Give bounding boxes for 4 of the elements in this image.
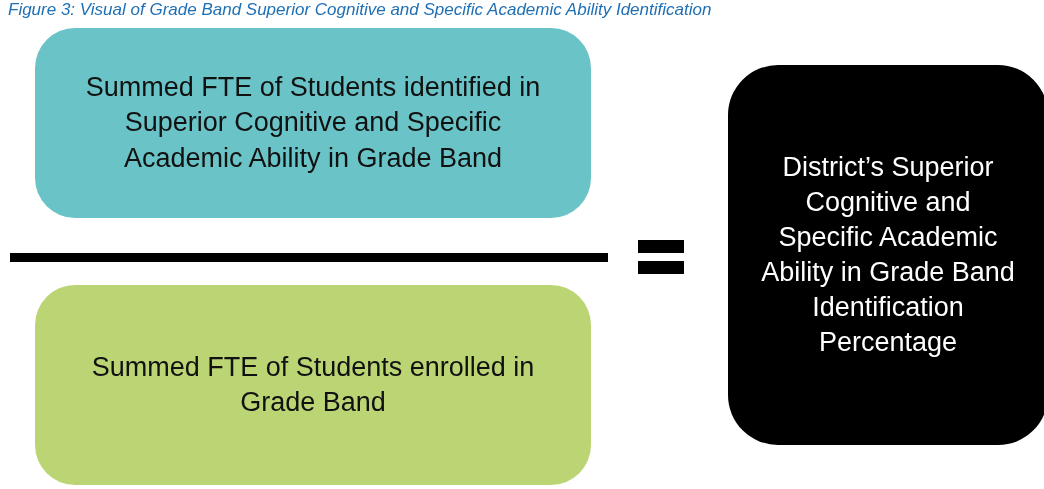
result-box: District’s Superior Cognitive and Specific Academic Ability in Grade Band Identification Percentage [728,65,1044,445]
denominator-box: Summed FTE of Students enrolled in Grade Band [35,285,591,485]
figure-title: Figure 3: Visual of Grade Band Superior Cognitive and Specific Academic Ability Identification [8,0,712,20]
numerator-box: Summed FTE of Students identified in Superior Cognitive and Specific Academic Ability in Grade Band [35,28,591,218]
